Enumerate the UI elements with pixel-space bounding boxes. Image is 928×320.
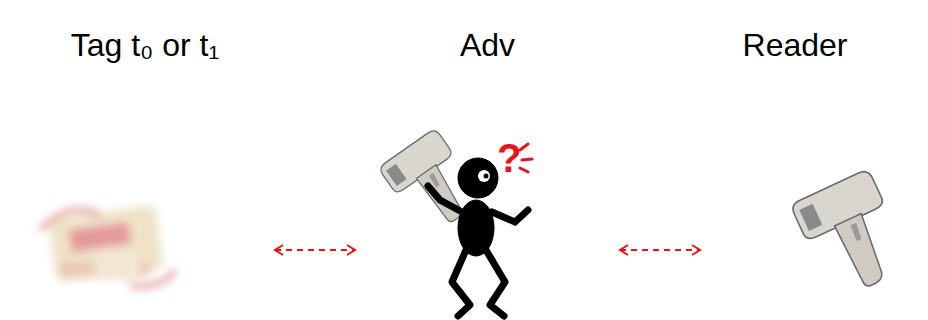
actor-label: Reader (700, 25, 890, 65)
dashed-arrow (620, 249, 700, 251)
actor-label: Adv (355, 25, 620, 65)
actor-group: Reader (700, 25, 890, 315)
actor-group: Adv (355, 25, 620, 315)
question-mark: ? (497, 138, 521, 178)
adversary-figure (428, 158, 528, 316)
actor-label: Tag t₀ or t₁ (15, 25, 275, 65)
reader-icon (790, 169, 913, 302)
dashed-arrow (275, 249, 355, 251)
rfid-tag (40, 205, 175, 287)
question-ticks (520, 144, 532, 172)
actor-group: Tag t₀ or t₁ (15, 25, 275, 315)
